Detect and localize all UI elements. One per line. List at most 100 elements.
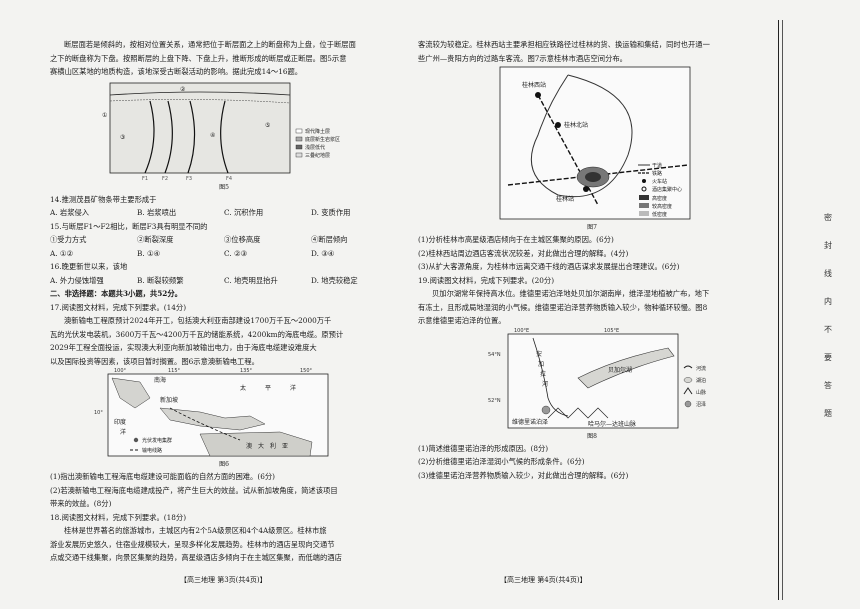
item: ①受力方式 — [50, 235, 87, 244]
baikal-wetland-map: 100°E 105°E 54°N 52°N 安 加 拉 河 贝加尔湖 维德里诺泊… — [488, 328, 706, 428]
legend-item: 三叠纪地层 — [305, 152, 330, 159]
intro-line: 断层面若是倾斜的，按相对位置关系，通常把位于断层面之上的断盘称为上盘，位于断层面 — [64, 40, 356, 49]
map-label: 亚 — [282, 443, 288, 450]
map-tick: 150° — [300, 368, 313, 374]
train-station-icon — [535, 92, 541, 98]
river-label: 河 — [542, 380, 548, 388]
seal-char: 题 — [824, 409, 832, 418]
australia-singapore-map: 100° 115° 135° 150° 10° 南海 太 平 洋 新加坡 印度 … — [94, 368, 329, 457]
option: B. 岩浆喷出 — [137, 208, 177, 217]
map-tick: 10° — [94, 410, 103, 416]
page-footer: 【高三地理 第4页(共4页)】 — [500, 576, 587, 584]
legend-item: 沼泽 — [696, 401, 706, 408]
mountain-label: 哈马尔—达班山脉 — [588, 420, 636, 428]
option: B. 断裂较频繁 — [137, 275, 184, 285]
figure-caption: 图6 — [219, 461, 229, 468]
q19-sub: (2)分析维德里诺泊泽湿润小气候的形成条件。(6分) — [418, 457, 585, 466]
q18-stem: 18.阅读图文材料，完成下列要求。(18分) — [50, 512, 187, 522]
river-label: 加 — [538, 360, 544, 368]
map-label: 南海 — [154, 376, 166, 384]
figure-7: 桂林西站 桂林北站 桂林站 干道 铁路 火车站 酒店集聚中心 高密度 较 — [418, 65, 766, 223]
page-footer: 【高三地理 第3页(共4页)】 — [180, 576, 267, 584]
lake-label: 贝加尔湖 — [608, 366, 632, 374]
map-tick: 105°E — [604, 328, 619, 334]
map-label: 洋 — [120, 428, 126, 436]
q18-text: 些广州—贵阳方向的过路车客流。图7示意桂林市酒店空间分布。 — [418, 53, 627, 63]
seal-char: 不 — [824, 325, 832, 334]
option: C. ②③ — [224, 248, 248, 258]
q18-text: 桂林是世界著名的旅游城市，主城区内有2个5A级景区和4个4A级景区。桂林市旅 — [64, 526, 327, 535]
q17-sub: (1)指出澳新输电工程海底电缆建设可能面临的自然方面的困难。(6分) — [50, 472, 275, 481]
map-tick: 115° — [168, 368, 181, 374]
map-label: 平 — [265, 385, 271, 392]
map-label: 洋 — [290, 384, 296, 392]
q17-sub: 带来的效益。(8分) — [50, 499, 112, 508]
seal-line — [782, 20, 783, 600]
figure-caption: 图7 — [587, 224, 597, 231]
map-label: 澳 — [246, 442, 252, 450]
figure-caption: 图8 — [587, 432, 597, 440]
option: A. ①② — [50, 248, 73, 258]
q19-text: 示意维德里诺泊泽的位置。 — [418, 316, 506, 325]
option: B. ①④ — [137, 248, 161, 258]
legend-item: 高密度 — [652, 195, 667, 202]
q17-text: 瓦的光伏发电装机，3600万千瓦～4200万千瓦的储能系统，4200km的海底电… — [50, 329, 344, 339]
map-label: 太 — [240, 384, 246, 392]
legend-item: 光伏发电集群 — [142, 437, 172, 444]
intro-line: 之下的断盘称为下盘。按照断层的上盘下降、下盘上升，推断形成的断层或正断层。图5示… — [50, 53, 347, 63]
figure-6: 100° 115° 135° 150° 10° 南海 太 平 洋 新加坡 印度 … — [50, 368, 398, 460]
q19-stem: 19.阅读图文材料，完成下列要求。(20分) — [418, 275, 555, 285]
seal-char: 线 — [824, 269, 832, 278]
option: D. ③④ — [311, 248, 335, 258]
river-label: 安 — [536, 350, 542, 358]
legend-item: 铁路 — [652, 170, 662, 177]
q18-text: 点或交通干线集聚，向景区集聚的趋势，高星级酒店多倾向于在主城区集聚，而低端的酒店 — [50, 553, 342, 562]
q18-text: 客流较为较稳定。桂林西站主要承担相应铁路径过桂林的货、换运输和集结，同时也开通一 — [418, 40, 710, 49]
option: C. 地壳明显抬升 — [224, 275, 278, 285]
option: C. 沉积作用 — [224, 208, 264, 217]
q16-stem: 16.晚更新世以来，该地 — [50, 262, 128, 271]
map-label: 利 — [270, 442, 276, 450]
q18-sub: (1)分析桂林市高星级酒店倾向于在主城区集聚的原因。(6分) — [418, 235, 614, 244]
legend-item: 酒店集聚中心 — [652, 186, 682, 193]
map-tick: 100°E — [514, 328, 529, 334]
legend-item: 干道 — [652, 162, 662, 169]
option: D. 地壳较稳定 — [311, 275, 358, 285]
legend-item: 湖泊 — [696, 377, 706, 384]
figure-8: 100°E 105°E 54°N 52°N 安 加 拉 河 贝加尔湖 维德里诺泊… — [418, 328, 766, 432]
guilin-hotel-map: 桂林西站 桂林北站 桂林站 干道 铁路 火车站 酒店集聚中心 高密度 较 — [499, 66, 691, 220]
seal-char: 要 — [824, 353, 832, 362]
section-heading: 二、非选择题：本题共3小题，共52分。 — [50, 289, 182, 298]
q18-sub: (2)桂林西站周边酒店客流状况较差，对此做出合理的解释。(4分) — [418, 248, 629, 258]
q15-options: A. ①② B. ①④ C. ②③ D. ③④ — [50, 247, 398, 261]
item: ③位移高度 — [224, 235, 261, 244]
geology-cross-section: F1 F2 F3 F4 ① ② ③ ④ ⑤ 现代降土层 底层新生岩浆区 — [102, 82, 340, 182]
circle-label: ② — [180, 86, 186, 93]
q17-text: 澳新输电工程原预计2024年开工，包括澳大利亚南部建设1700万千瓦～2000万… — [64, 316, 332, 325]
seal-char: 内 — [824, 297, 832, 306]
map-label: 印度 — [114, 418, 126, 426]
figure-5: F1 F2 F3 F4 ① ② ③ ④ ⑤ 现代降土层 底层新生岩浆区 — [50, 79, 398, 183]
fault-label: F3 — [186, 176, 192, 182]
solar-cluster-icon — [133, 437, 139, 443]
q17-text: 2029年工程全面投运，实现澳大利亚向新加坡输出电力，由于海底电缆建设难度大 — [50, 343, 317, 352]
circle-label: ③ — [120, 134, 125, 141]
q14-options: A. 岩浆侵入 B. 岩浆喷出 C. 沉积作用 D. 变质作用 — [50, 206, 398, 220]
circle-label: ④ — [210, 132, 215, 139]
station-label: 桂林北站 — [564, 121, 588, 129]
legend-item: 山脉 — [696, 389, 706, 396]
circle-label: ① — [102, 112, 107, 119]
legend-item: 较高密度 — [652, 203, 672, 210]
map-tick: 54°N — [488, 352, 501, 358]
wetland-label: 维德里诺泊泽 — [512, 418, 548, 426]
q17-stem: 17.阅读图文材料，完成下列要求。(14分) — [50, 302, 187, 312]
station-label: 桂林站 — [556, 195, 574, 203]
item: ②断裂深度 — [137, 235, 174, 244]
q16-options: A. 外力侵蚀增强 B. 断裂较频繁 C. 地壳明显抬升 D. 地壳较稳定 — [50, 274, 398, 288]
river-label: 拉 — [540, 370, 546, 378]
q19-sub: (3)维德里诺泊泽营养物质输入较少，对此做出合理的解释。(6分) — [418, 470, 629, 480]
legend-item: 底层新生岩浆区 — [305, 136, 340, 143]
train-station-icon — [583, 186, 589, 192]
seal-line — [778, 20, 779, 600]
map-label: 新加坡 — [160, 396, 178, 404]
